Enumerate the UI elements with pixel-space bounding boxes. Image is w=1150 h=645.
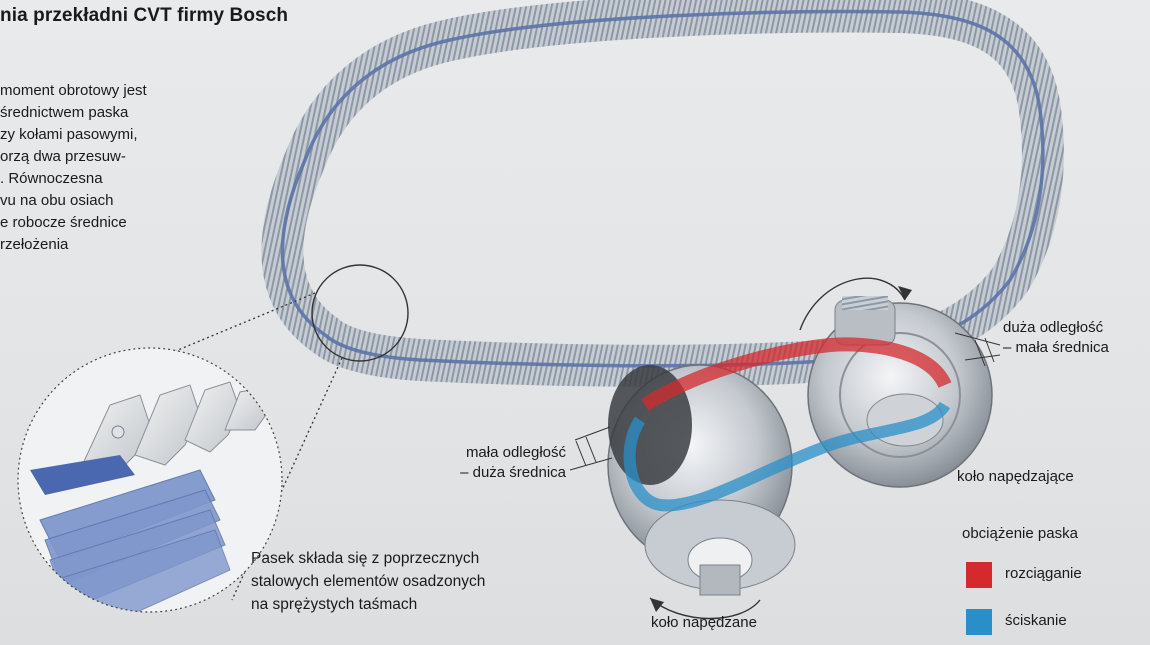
intro-line: e robocze średnice: [0, 212, 200, 234]
intro-line: średnictwem paska: [0, 102, 200, 124]
page-title: nia przekładni CVT firmy Bosch: [0, 5, 288, 27]
label-large-distance: duża odległość: [1003, 318, 1103, 337]
label-large-diameter: – duża średnica: [420, 463, 566, 482]
caption-line: stalowych elementów osadzonych: [251, 570, 485, 593]
belt-caption: Pasek składa się z poprzecznych stalowyc…: [251, 547, 485, 616]
label-small-distance: mała odległość: [420, 443, 566, 462]
caption-line: na sprężystych taśmach: [251, 593, 485, 616]
label-small-diameter: – mała średnica: [1003, 338, 1109, 357]
legend-swatch-tension: [966, 562, 992, 588]
caption-line: Pasek składa się z poprzecznych: [251, 547, 485, 570]
label-driving-pulley: koło napędzające: [957, 467, 1074, 486]
pulley-assembly: [570, 278, 1000, 618]
intro-line: vu na obu osiach: [0, 190, 200, 212]
intro-line: rzełożenia: [0, 234, 200, 256]
intro-line: zy kołami pasowymi,: [0, 124, 200, 146]
intro-line: moment obrotowy jest: [0, 80, 200, 102]
legend-swatch-compression: [966, 609, 992, 635]
intro-line: . Równoczesna: [0, 168, 200, 190]
belt-detail-closeup: [18, 348, 282, 640]
legend-title: obciążenie paska: [962, 525, 1078, 542]
intro-line: orzą dwa przesuw-: [0, 146, 200, 168]
legend-label-compression: ściskanie: [1005, 611, 1067, 630]
intro-text: moment obrotowy jest średnictwem paska z…: [0, 80, 200, 256]
label-driven-pulley: koło napędzane: [651, 613, 757, 632]
legend-label-tension: rozciąganie: [1005, 564, 1082, 583]
